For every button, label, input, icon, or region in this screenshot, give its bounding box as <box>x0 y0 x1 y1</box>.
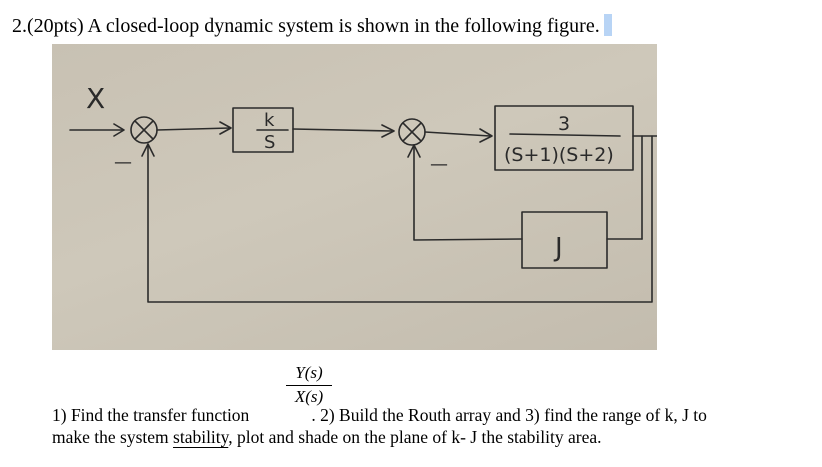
inner-feedback-path <box>413 146 523 241</box>
line-to-plant <box>424 131 491 137</box>
block-diagram: X Y k S 3 (S+1)(S+2) J — — <box>69 82 657 303</box>
question-line-2-part-a: make the system <box>52 427 174 447</box>
plant-fraction-bar <box>509 133 621 137</box>
controller-numerator: k <box>264 110 275 131</box>
text-cursor <box>603 14 612 36</box>
input-arrowhead <box>113 123 125 137</box>
inner-feedback-arrowhead <box>407 144 421 158</box>
plant-denominator: (S+1)(S+2) <box>504 144 614 166</box>
junction-2-minus-sign: — <box>430 154 448 175</box>
j-block-label: J <box>553 233 563 263</box>
tf-denominator: X(s) <box>294 387 324 406</box>
question-heading: 2.(20pts) A closed-loop dynamic system i… <box>12 14 612 38</box>
question-line-1-part-b: . 2) Build the Routh array and 3) find t… <box>311 405 707 425</box>
transfer-function-fraction: Y(s) X(s) <box>286 363 332 407</box>
controller-block <box>232 107 294 153</box>
question-heading-text: 2.(20pts) A closed-loop dynamic system i… <box>12 15 600 37</box>
feedback-j-block <box>521 211 608 269</box>
plant-block <box>494 105 634 171</box>
spellcheck-word-stability: stability <box>173 427 229 447</box>
plant-numerator: 3 <box>558 113 570 135</box>
line-to-controller <box>156 127 231 131</box>
line-to-junction-2 <box>292 128 393 132</box>
outer-feedback-arrowhead <box>141 143 155 157</box>
summing-junction-2-cross <box>402 122 422 142</box>
controller-denominator: S <box>264 132 275 153</box>
block-diagram-photo: X Y k S 3 (S+1)(S+2) J — — <box>52 44 657 350</box>
outer-feedback-path <box>147 135 653 303</box>
plant-arrowhead <box>479 128 493 143</box>
question-line-1: 1) Find the transfer function . 2) Build … <box>52 404 812 426</box>
junction-1-minus-sign: — <box>114 152 132 173</box>
input-label: X <box>86 82 105 115</box>
question-line-2-part-c: , plot and shade on the plane of k- J th… <box>228 427 602 447</box>
question-body: 1) Find the transfer function . 2) Build … <box>52 404 812 448</box>
question-line-2: make the system stability, plot and shad… <box>52 426 812 448</box>
junction-2-arrowhead <box>381 124 395 138</box>
question-line-1-part-a: 1) Find the transfer function <box>52 405 250 425</box>
controller-arrowhead <box>219 121 232 135</box>
summing-junction-1-cross <box>134 120 154 140</box>
tf-numerator: Y(s) <box>286 363 332 386</box>
